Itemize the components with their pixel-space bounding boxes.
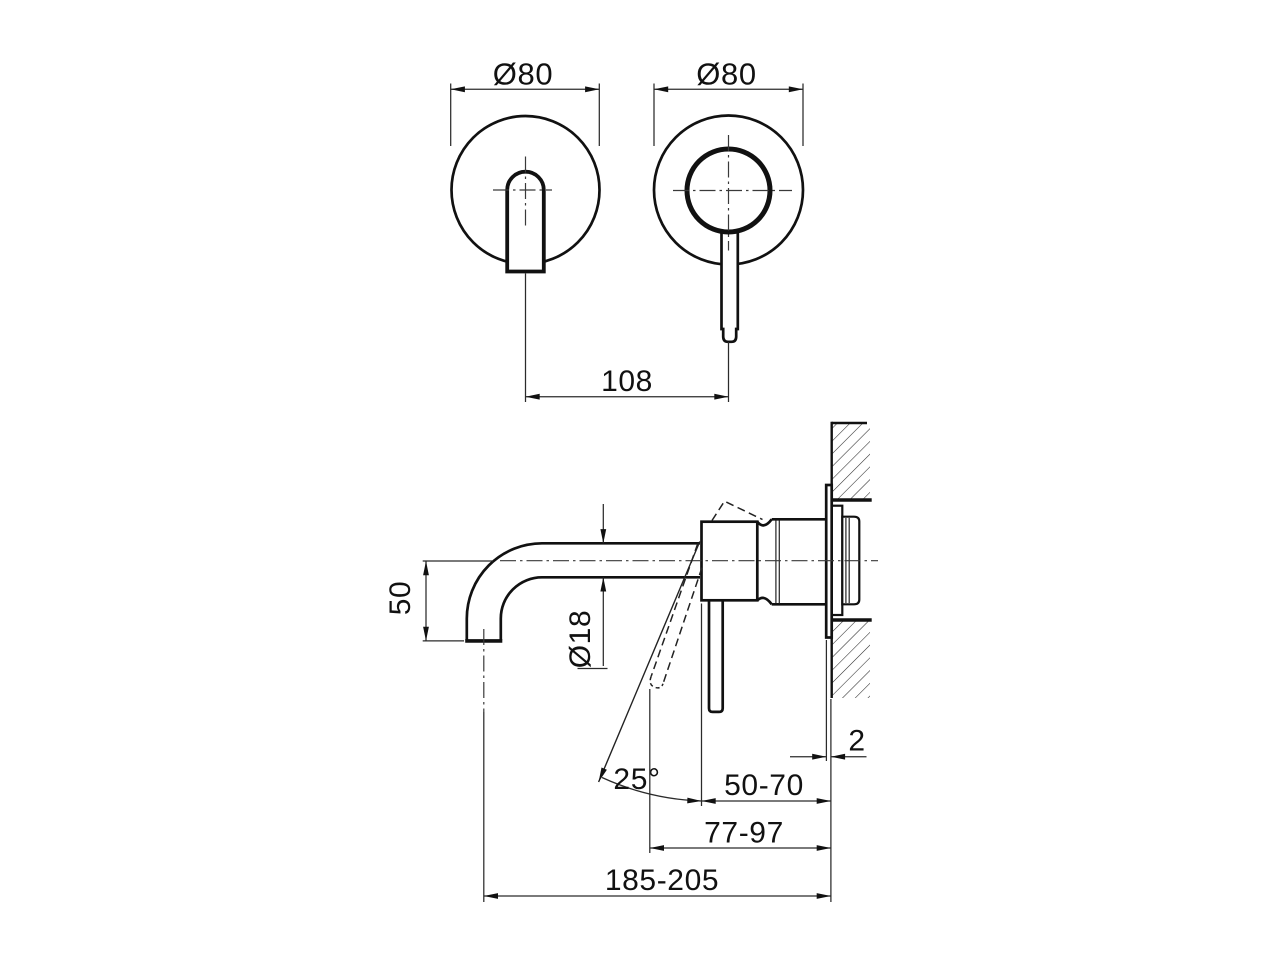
lever-open-edge xyxy=(662,567,703,685)
dim-spout-diameter: Ø18 xyxy=(564,504,608,670)
dim-label-handle-to-wall: 77-97 xyxy=(704,817,784,850)
dim-mixer-trim-diameter: Ø80 xyxy=(653,57,804,146)
spout-outer-profile xyxy=(465,541,700,641)
dim-label-handle-angle: 25° xyxy=(613,763,660,796)
dim-center-distance: 108 xyxy=(525,365,729,400)
dim-label-spout-height: 50 xyxy=(384,581,417,616)
lever-open-tip xyxy=(649,676,664,689)
wall-hatch-upper xyxy=(831,423,870,500)
lever-side-outline xyxy=(707,600,725,714)
body-taper-bottom xyxy=(756,596,773,606)
lever-open-edge xyxy=(650,543,699,677)
dim-handle-to-wall: 77-97 xyxy=(649,689,831,853)
spout-inner-profile xyxy=(499,575,700,641)
wall-section xyxy=(830,421,872,698)
body-taper-top xyxy=(756,518,773,527)
angle-arrowhead xyxy=(598,767,607,782)
dim-label-mixer-diameter: Ø80 xyxy=(696,57,756,92)
front-view-spout xyxy=(450,114,601,402)
dim-spout-height: 50 xyxy=(384,560,493,642)
dim-reach: 185-205 xyxy=(483,712,831,902)
dim-body-to-wall: 50-70 xyxy=(700,603,831,806)
wall-hatch-lower xyxy=(831,619,870,698)
dim-label-center-distance: 108 xyxy=(601,365,653,398)
angle-leg xyxy=(597,541,701,783)
dim-label-spout-diameter: Ø18 xyxy=(564,610,597,669)
dim-label-spout-diameter: Ø80 xyxy=(493,57,553,92)
dim-label-reach: 185-205 xyxy=(605,864,719,897)
dim-label-body-to-wall: 50-70 xyxy=(724,769,804,802)
lever-open-hub-outline xyxy=(711,500,763,521)
front-view-mixer xyxy=(652,114,805,402)
angle-arc xyxy=(601,776,702,804)
dim-label-plate-thickness: 2 xyxy=(848,725,865,758)
mixer-lever-front xyxy=(720,233,740,344)
side-view xyxy=(465,421,878,714)
handle-lever-closed xyxy=(707,600,725,714)
handle-lever-open xyxy=(649,500,763,689)
dim-spout-trim-diameter: Ø80 xyxy=(450,57,600,146)
dim-handle-angle: 25° xyxy=(597,541,702,804)
